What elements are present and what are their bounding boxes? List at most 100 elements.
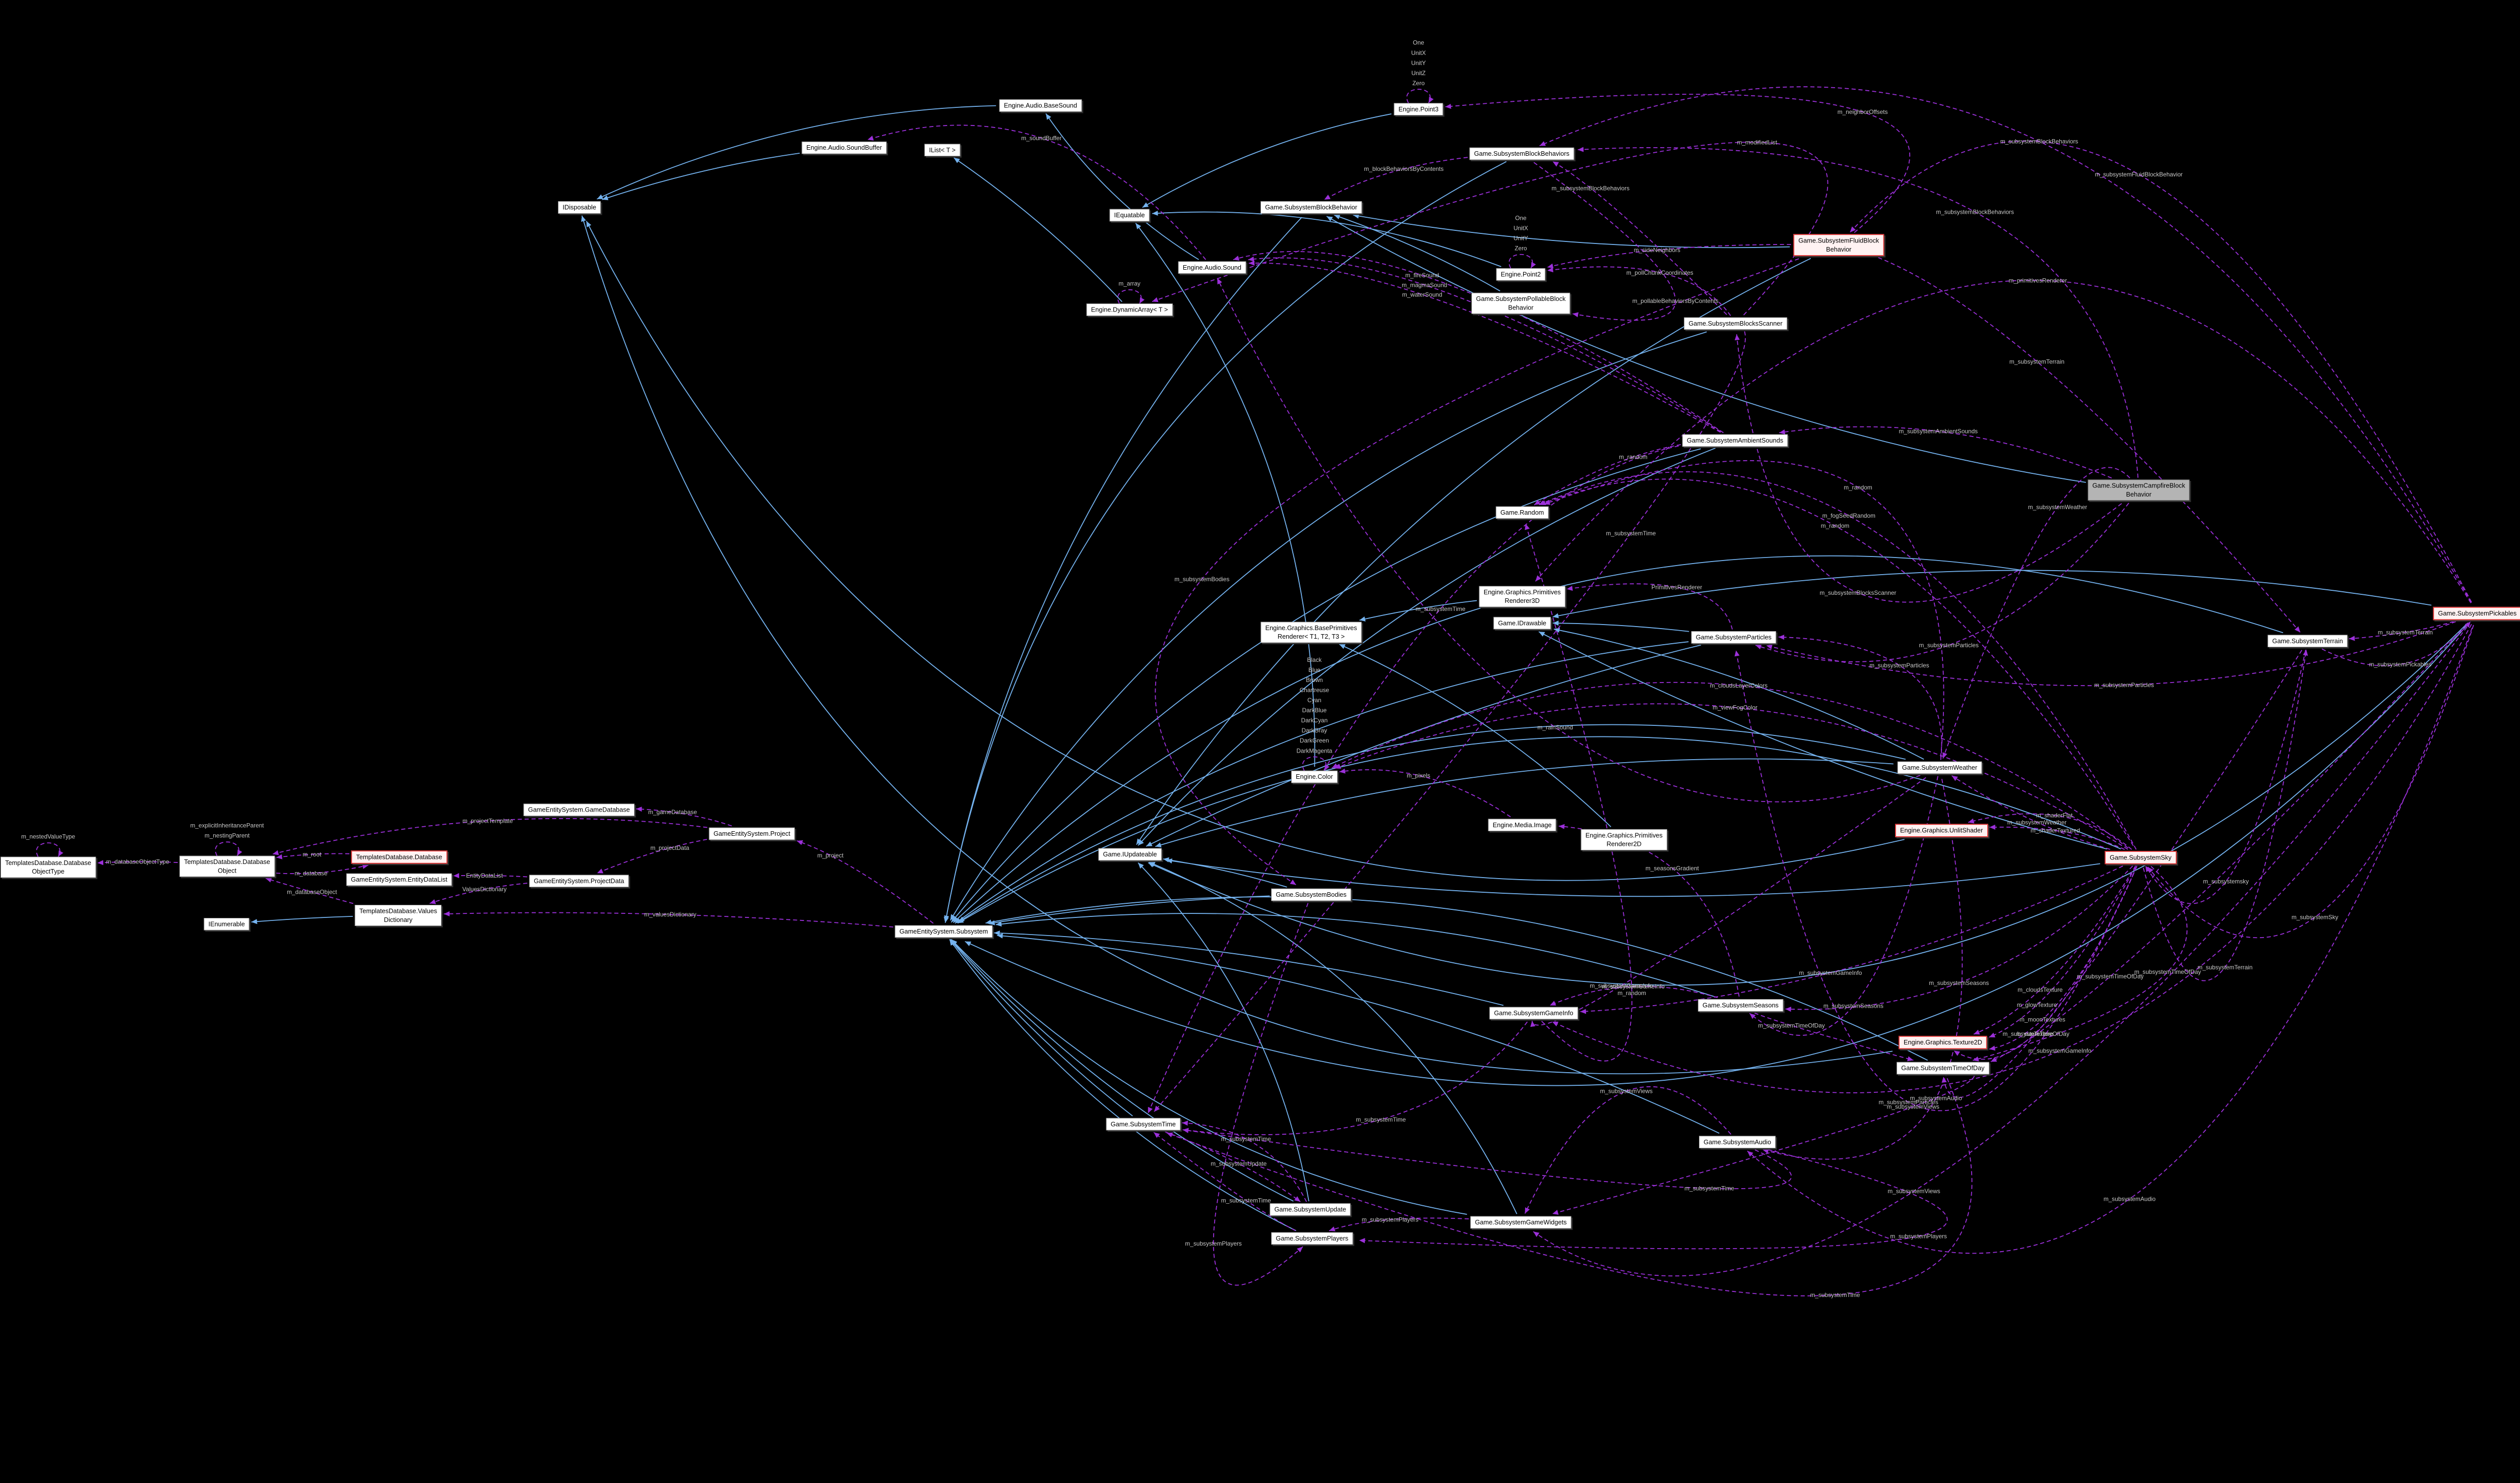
node-database[interactable]: TemplatesDatabase.Database [351, 850, 448, 864]
edge-label: m_viewFogColor [1713, 704, 1757, 711]
inheritance-edge [994, 930, 1504, 1006]
node-ilist[interactable]: IList< T > [924, 144, 961, 156]
node-iequatable[interactable]: IEquatable [1109, 209, 1150, 222]
node-gameDatabase[interactable]: GameEntitySystem.GameDatabase [523, 804, 635, 816]
node-color[interactable]: Engine.Color [1291, 770, 1338, 783]
node-time[interactable]: Game.SubsystemTime [1106, 1118, 1181, 1131]
edge-label: m_moonTextures [2020, 1016, 2065, 1023]
edge-label: m_project [817, 851, 844, 859]
node-particles[interactable]: Game.SubsystemParticles [1691, 631, 1777, 644]
node-update[interactable]: Game.SubsystemUpdate [1270, 1203, 1351, 1216]
node-texture2D[interactable]: Engine.Graphics.Texture2D [1898, 1035, 1987, 1049]
usage-edge [1734, 334, 2122, 603]
inheritance-edge [949, 939, 1296, 1231]
node-blockBehaviors[interactable]: Game.SubsystemBlockBehaviors [1469, 147, 1574, 160]
edge-label: m_subsystemBlocksScanner [1819, 589, 1897, 596]
usage-edge [1152, 142, 1829, 316]
inheritance-edge [944, 217, 1302, 922]
self-loop-label: One [1515, 214, 1527, 221]
node-pickables[interactable]: Game.SubsystemPickables [2433, 606, 2520, 621]
usage-edge [1973, 865, 2136, 1035]
node-primRenderer3D[interactable]: Engine.Graphics.Primitives Renderer3D [1479, 586, 1565, 607]
self-loop-label: UnitX [1411, 49, 1426, 56]
node-terrain[interactable]: Game.SubsystemTerrain [2267, 635, 2348, 647]
usage-edge [1749, 776, 1938, 1036]
edge-label: m_subsystemViews [1886, 1103, 1939, 1110]
node-fluidBlockBehavior[interactable]: Game.SubsystemFluidBlock Behavior [1793, 234, 1884, 256]
node-dbObject[interactable]: TemplatesDatabase.Database Object [179, 855, 275, 877]
node-dbObjectType[interactable]: TemplatesDatabase.Database ObjectType [1, 856, 96, 878]
node-gameWidgets[interactable]: Game.SubsystemGameWidgets [1470, 1216, 1571, 1229]
usage-edge [444, 911, 894, 928]
inheritance-edge [1163, 857, 1287, 888]
usage-edge [2143, 649, 2308, 981]
edge-label: m_subsystemGameInfo [1602, 983, 1665, 990]
node-blockBehavior[interactable]: Game.SubsystemBlockBehavior [1261, 201, 1362, 214]
inheritance-edge [951, 448, 1701, 923]
node-timeOfDay[interactable]: Game.SubsystemTimeOfDay [1897, 1062, 1989, 1075]
inheritance-edge [965, 625, 2468, 1086]
inheritance-edge [951, 939, 1294, 1202]
node-bodies[interactable]: Game.SubsystemBodies [1271, 888, 1351, 901]
inheritance-edge [1135, 223, 1315, 767]
node-idrawable[interactable]: Game.IDrawable [1493, 616, 1551, 630]
usage-edge [1989, 867, 2136, 1038]
self-loop-label: Blue [1308, 666, 1320, 673]
node-unlitShader[interactable]: Engine.Graphics.UnlitShader [1895, 824, 1988, 837]
usage-edge [636, 807, 732, 827]
node-random[interactable]: Game.Random [1495, 506, 1549, 519]
usage-edge [1989, 824, 2125, 850]
node-audioSound[interactable]: Engine.Audio.Sound [1178, 261, 1246, 274]
usage-edge [1990, 625, 2467, 1063]
usage-edge [1785, 866, 2133, 1012]
node-baseSound[interactable]: Engine.Audio.BaseSound [999, 99, 1082, 112]
usage-edge [1533, 627, 2468, 1276]
node-entityDataList[interactable]: GameEntitySystem.EntityDataList [346, 873, 452, 886]
node-primRenderer2D[interactable]: Engine.Graphics.Primitives Renderer2D [1581, 829, 1667, 850]
node-ambientSounds[interactable]: Game.SubsystemAmbientSounds [1682, 434, 1788, 447]
node-idisposable[interactable]: IDisposable [558, 201, 601, 214]
node-audio[interactable]: Game.SubsystemAudio [1699, 1136, 1776, 1148]
node-basePrimRenderer[interactable]: Engine.Graphics.BasePrimitives Renderer<… [1261, 622, 1362, 643]
self-loop-label: Zero [1515, 244, 1527, 252]
edge-label: m_projectData [650, 844, 689, 851]
node-projectData[interactable]: GameEntitySystem.ProjectData [529, 875, 629, 887]
node-sky[interactable]: Game.SubsystemSky [2104, 851, 2177, 864]
node-point2[interactable]: Engine.Point2 [1496, 268, 1546, 281]
inheritance-edge [1155, 758, 1894, 847]
usage-edge [1213, 903, 1309, 1286]
inheritance-edge [586, 221, 1905, 881]
node-dynamicArray[interactable]: Engine.DynamicArray< T > [1086, 303, 1173, 316]
edge-label: m_root [302, 851, 322, 858]
node-blocksScanner[interactable]: Game.SubsystemBlocksScanner [1684, 317, 1787, 330]
node-gameInfo[interactable]: Game.SubsystemGameInfo [1489, 1007, 1578, 1020]
usage-edge [429, 883, 528, 904]
node-weather[interactable]: Game.SubsystemWeather [1897, 761, 1982, 774]
inheritance-edge [1339, 644, 1611, 828]
inheritance-edge [1166, 858, 2101, 897]
edge-label: m_pollableBehaviorsByContents [1632, 297, 1719, 304]
edge-label: m_modifiedList [1737, 139, 1778, 146]
node-seasons[interactable]: Game.SubsystemSeasons [1697, 999, 1784, 1012]
node-iupdateable[interactable]: Game.IUpdateable [1098, 848, 1162, 861]
self-usage-edge [36, 842, 64, 857]
self-loop-label: DarkGreen [1299, 736, 1329, 744]
node-mediaImage[interactable]: Engine.Media.Image [1488, 819, 1556, 831]
usage-edge [1331, 682, 2128, 848]
inheritance-edge [1136, 258, 1811, 845]
inheritance-edge [953, 555, 2284, 923]
node-point3[interactable]: Engine.Point3 [1394, 103, 1443, 115]
node-project[interactable]: GameEntitySystem.Project [709, 827, 795, 840]
edge-label: m_subsystemTime [1606, 529, 1656, 537]
node-campfire[interactable]: Game.SubsystemCampfireBlock Behavior [2088, 479, 2190, 501]
node-pollableBlockBehavior[interactable]: Game.SubsystemPollableBlock Behavior [1471, 292, 1570, 314]
edge-label: m_subsystemTerrain [2377, 629, 2433, 636]
edge-label: m_subsystemFluidBlockBehavior [2095, 171, 2183, 178]
self-loop-label: Chartreuse [1299, 686, 1330, 694]
node-valuesDictionary[interactable]: TemplatesDatabase.Values Dictionary [354, 905, 442, 926]
node-ienumerable[interactable]: IEnumerable [204, 918, 249, 931]
inheritance-edge [1142, 113, 1392, 208]
node-soundBuffer[interactable]: Engine.Audio.SoundBuffer [801, 141, 887, 154]
node-subsystem[interactable]: GameEntitySystem.Subsystem [895, 925, 993, 938]
node-players[interactable]: Game.SubsystemPlayers [1271, 1232, 1353, 1245]
